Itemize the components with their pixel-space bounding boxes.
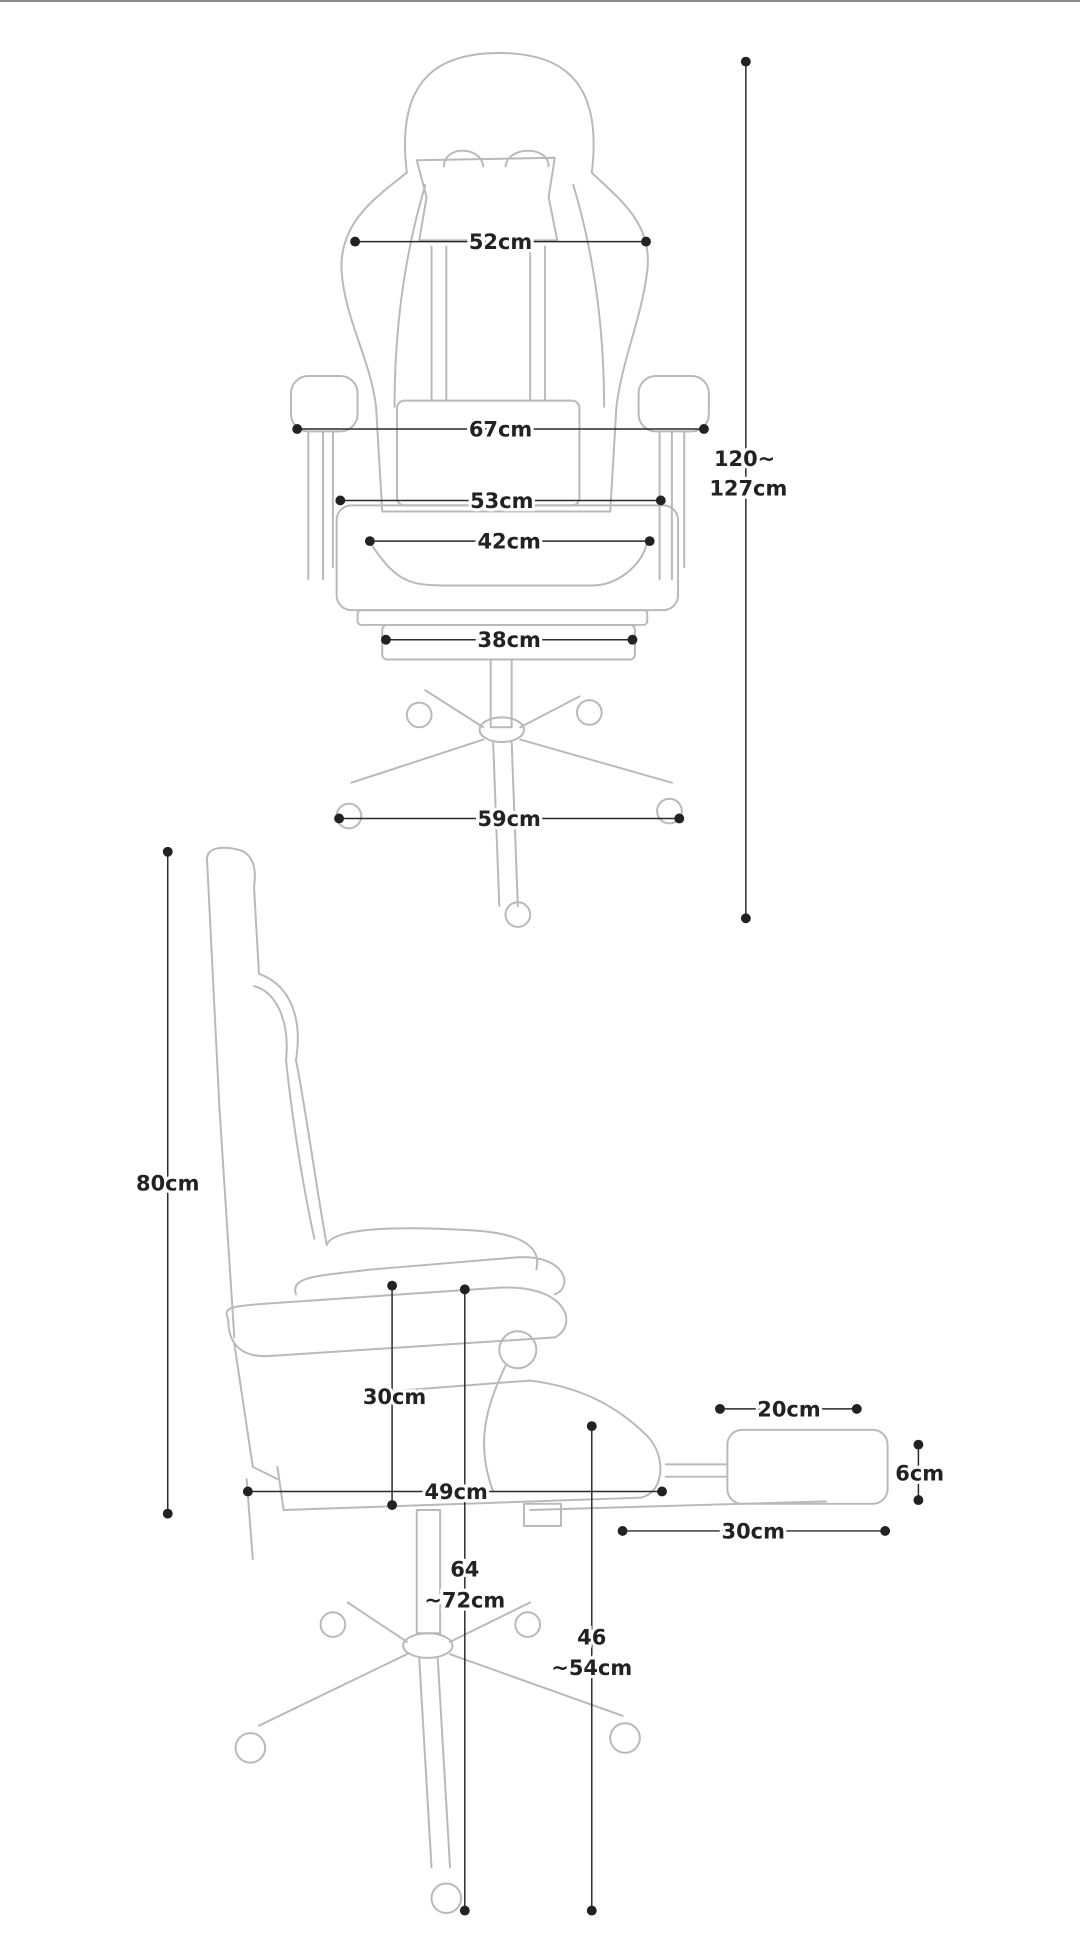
dimension-38cm: 38cm <box>380 625 638 655</box>
dimension-46-54cm: 46 ~54cm <box>548 1421 635 1916</box>
top-border <box>0 0 1080 2</box>
footrest-width-label: 38cm <box>477 628 540 652</box>
base-width-label: 59cm <box>477 807 540 831</box>
dimension-64-72cm: 64 ~72cm <box>421 1284 508 1916</box>
dimension-6cm: 6cm <box>892 1439 947 1506</box>
seat-outer-width-label: 53cm <box>470 489 533 513</box>
total-height-label-1: 120~ <box>714 447 775 471</box>
headrest-width-label: 52cm <box>469 230 532 254</box>
seat-floor-height-label-2: ~54cm <box>551 1656 632 1680</box>
footrest-extension-label: 30cm <box>722 1519 785 1543</box>
dimension-49cm: 49cm <box>242 1477 667 1507</box>
dimension-total-height: 120~ 127cm <box>706 56 790 924</box>
dimension-52cm: 52cm <box>350 227 651 257</box>
dimension-67cm: 67cm <box>292 414 709 444</box>
armrest-width-label: 67cm <box>469 417 532 441</box>
dimension-30cm-footrest: 30cm <box>617 1516 891 1546</box>
dimension-42cm: 42cm <box>364 526 655 557</box>
armrest-height-label: 30cm <box>363 1385 426 1409</box>
arm-floor-height-label-2: ~72cm <box>424 1588 505 1612</box>
dimension-30cm-armrest: 30cm <box>360 1280 429 1510</box>
backrest-height-label: 80cm <box>136 1172 199 1196</box>
footrest-thickness-label: 6cm <box>895 1461 944 1485</box>
dimension-20cm: 20cm <box>715 1394 862 1424</box>
total-height-label-2: 127cm <box>709 477 787 501</box>
seat-floor-height-label-1: 46 <box>577 1625 606 1649</box>
dimension-53cm: 53cm <box>335 486 666 516</box>
seat-inner-width-label: 42cm <box>477 530 540 554</box>
dimension-59cm: 59cm <box>334 804 685 834</box>
side-chair-drawing <box>206 846 889 1915</box>
seat-depth-label: 49cm <box>424 1480 487 1504</box>
footrest-depth-label: 20cm <box>757 1397 820 1421</box>
arm-floor-height-label-1: 64 <box>450 1558 479 1582</box>
dimension-80cm: 80cm <box>133 846 203 1519</box>
